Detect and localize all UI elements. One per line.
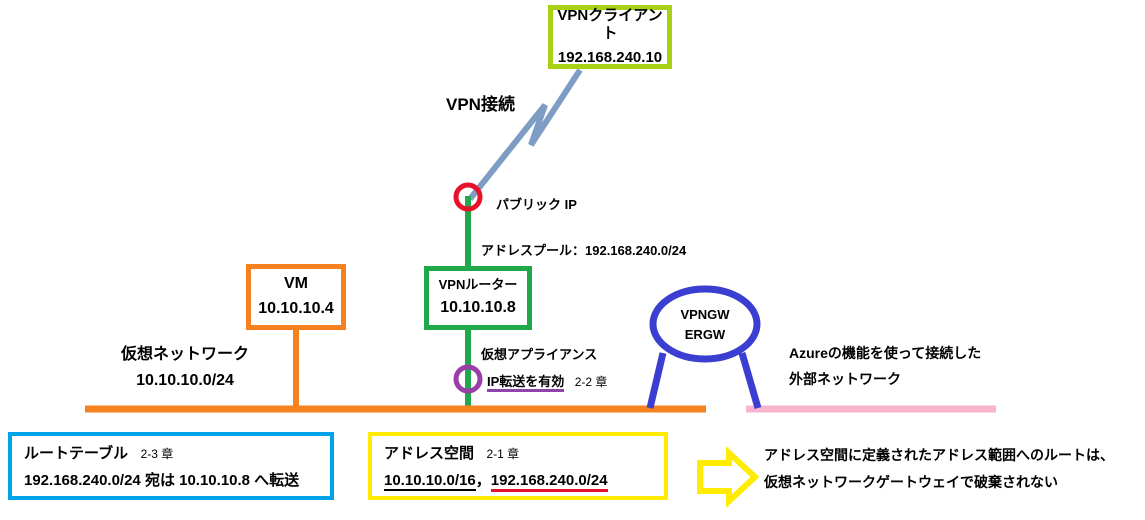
route-table-chapter: 2-3 章 bbox=[140, 447, 174, 461]
vpn-connection-label: VPN接続 bbox=[446, 95, 515, 114]
route-table-box[interactable]: ルートテーブル 2-3 章 192.168.240.0/24 宛は 10.10.… bbox=[8, 432, 334, 500]
ip-forwarding-chapter: 2-2 章 bbox=[574, 375, 608, 389]
vpn-client-node[interactable]: VPNクライアント 192.168.240.10 bbox=[548, 5, 672, 69]
external-network-line-1: Azureの機能を使って接続した bbox=[789, 345, 982, 361]
virtual-network-label-group: 仮想ネットワーク 10.10.10.0/24 bbox=[90, 342, 280, 393]
address-pool-label: アドレスプール：192.168.240.0/24 bbox=[481, 243, 687, 258]
vpn-router-title: VPNルーター bbox=[438, 277, 518, 293]
gateway-node-label: VPNGW ERGW bbox=[653, 305, 757, 344]
external-network-label-group: Azureの機能を使って接続した 外部ネットワーク bbox=[789, 341, 981, 393]
note-text-group: アドレス空間に定義されたアドレス範囲へのルートは、 仮想ネットワークゲートウェイ… bbox=[764, 442, 1114, 497]
address-space-separator: ， bbox=[475, 472, 491, 489]
address-space-range-secondary: 192.168.240.0/24 bbox=[490, 472, 608, 492]
virtual-network-cidr: 10.10.10.0/24 bbox=[136, 371, 234, 389]
vm-title: VM bbox=[284, 275, 308, 293]
vpn-client-address: 192.168.240.10 bbox=[557, 49, 663, 66]
vm-node[interactable]: VM 10.10.10.4 bbox=[246, 264, 346, 330]
address-space-chapter: 2-1 章 bbox=[486, 447, 520, 461]
route-table-heading-row: ルートテーブル 2-3 章 bbox=[12, 442, 330, 463]
public-ip-ring-icon bbox=[453, 182, 483, 212]
vpn-link-lightning bbox=[467, 68, 583, 201]
external-network-line-2: 外部ネットワーク bbox=[789, 370, 901, 387]
address-space-box[interactable]: アドレス空間 2-1 章 10.10.10.0/16，192.168.240.0… bbox=[368, 432, 668, 500]
ip-forwarding-label-group: IP転送を有効 2-2 章 bbox=[487, 371, 608, 392]
address-space-range-primary: 10.10.10.0/16 bbox=[384, 472, 476, 491]
virtual-appliance-label: 仮想アプライアンス bbox=[481, 347, 598, 362]
route-table-rule: 192.168.240.0/24 宛は 10.10.10.8 へ転送 bbox=[24, 472, 300, 489]
gateway-leg-left bbox=[646, 352, 667, 409]
vpn-router-node[interactable]: VPNルーター 10.10.10.8 bbox=[424, 266, 532, 330]
vm-address: 10.10.10.4 bbox=[258, 300, 334, 318]
ip-forwarding-ring-icon bbox=[453, 364, 483, 394]
gateway-line-2: ERGW bbox=[684, 326, 726, 342]
public-ip-label: パブリック IP bbox=[496, 197, 577, 212]
virtual-network-name: 仮想ネットワーク bbox=[120, 346, 249, 363]
note-line-2: 仮想ネットワークゲートウェイで破棄されない bbox=[764, 474, 1058, 491]
address-space-ranges-row: 10.10.10.0/16，192.168.240.0/24 bbox=[372, 469, 664, 492]
gateway-leg-right bbox=[738, 352, 762, 409]
yellow-arrow-icon bbox=[697, 446, 760, 508]
vpn-client-title: VPNクライアント bbox=[557, 6, 663, 43]
route-table-heading: ルートテーブル bbox=[24, 445, 129, 462]
ip-forwarding-label: IP転送を有効 bbox=[487, 374, 565, 392]
vpn-router-address: 10.10.10.8 bbox=[440, 298, 516, 316]
note-line-1: アドレス空間に定義されたアドレス範囲へのルートは、 bbox=[764, 447, 1114, 463]
address-space-heading: アドレス空間 bbox=[384, 445, 475, 462]
address-space-heading-row: アドレス空間 2-1 章 bbox=[372, 442, 664, 463]
gateway-line-1: VPNGW bbox=[680, 307, 730, 322]
